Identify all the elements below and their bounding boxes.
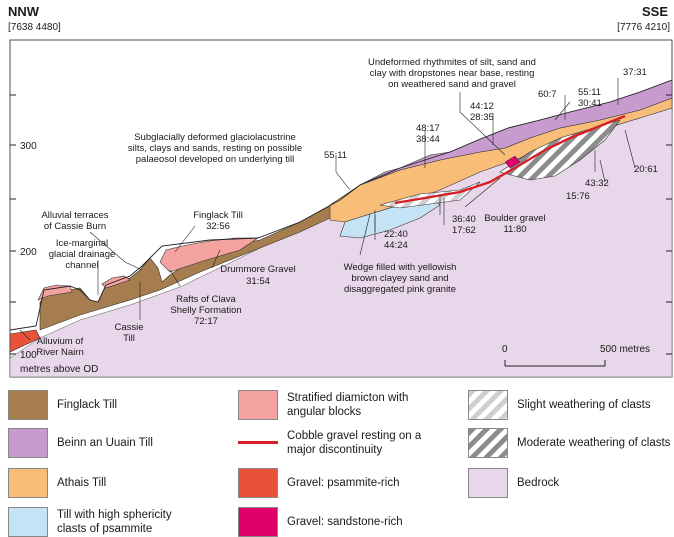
legend-label: Moderate weathering of clasts (517, 437, 671, 449)
legend-label: Stratified diamicton with angular blocks (287, 392, 409, 418)
label-wedge-1: Wedge filled with yellowish (344, 262, 457, 273)
axis-unit-label: metres above OD (20, 364, 98, 375)
label-rafts-1: Rafts of Clava (176, 294, 236, 305)
legend-swatch (468, 468, 508, 498)
label-boulder-ratio: 11:80 (503, 224, 526, 235)
ratio-17-62: 17:62 (452, 225, 476, 236)
legend-label: Bedrock (517, 477, 560, 489)
label-undeformed-2: clay with dropstones near base, resting (370, 68, 535, 79)
legend-label: Cobble gravel resting on a major discont… (287, 430, 422, 456)
y-tick-label-200: 200 (20, 247, 37, 258)
legend-item-finglack-till: Finglack Till (8, 390, 117, 420)
grid-ref-right: [7776 4210] (617, 22, 670, 33)
label-ice-marginal-1: Ice-marginal (56, 238, 108, 249)
label-finglack-till: Finglack Till (193, 210, 243, 221)
legend-item-slight-weathering: Slight weathering of clasts (468, 390, 651, 420)
leader-lines (19, 78, 636, 341)
legend-swatch (8, 390, 48, 420)
label-ice-marginal-2: glacial drainage (49, 249, 116, 260)
legend-swatch (8, 468, 48, 498)
alluvium-gravel (9, 329, 41, 353)
legend-item-moderate-weathering: Moderate weathering of clasts (468, 428, 670, 458)
label-cassie-till-1: Cassie (114, 322, 143, 333)
label-wedge-2: brown clayey sand and (351, 273, 448, 284)
ratio-60-7: 60:7 (538, 89, 557, 100)
legend-item-cobble-gravel: Cobble gravel resting on a major discont… (238, 428, 421, 458)
ratio-55-11-right: 55:11 (578, 87, 601, 98)
legend-item-gravel-psammite: Gravel: psammite-rich (238, 468, 399, 498)
label-subglacial-3: palaeosol developed on underlying till (136, 154, 294, 165)
label-alluvium-2: River Nairn (36, 347, 84, 358)
label-finglack-ratio: 32:56 (206, 221, 230, 232)
label-ice-marginal-3: channel (65, 260, 98, 271)
y-tick-label-300: 300 (20, 141, 37, 152)
legend-swatch (468, 428, 508, 458)
legend-swatch (238, 428, 278, 458)
legend-item-athais-till: Athais Till (8, 468, 106, 498)
label-undeformed-1: Undeformed rhythmites of silt, sand and (368, 57, 536, 68)
legend-swatch (8, 428, 48, 458)
label-drummore-ratio: 31:54 (246, 276, 270, 287)
label-alluvium-1: Alluvium of (37, 336, 84, 347)
grid-ref-left: [7638 4480] (8, 22, 61, 33)
ratio-36-40: 36:40 (452, 214, 476, 225)
legend-swatch (8, 507, 48, 537)
legend-label: Athais Till (57, 477, 107, 489)
ground-surface-line (9, 79, 673, 331)
label-rafts-3: 72:17 (194, 316, 218, 327)
label-rafts-2: Shelly Formation (170, 305, 241, 316)
ratio-44-12: 44:12 (470, 101, 494, 112)
ratio-15-76: 15:76 (566, 191, 590, 202)
ratio-37-31: 37:31 (623, 67, 647, 78)
legend-item-beinn-an-uuain-till: Beinn an Uuain Till (8, 428, 153, 458)
moderate-weathering-zone (499, 119, 621, 181)
ratio-38-44: 38:44 (416, 134, 440, 145)
ratio-30-41: 30:41 (578, 98, 602, 109)
ratio-20-61: 20:61 (634, 164, 658, 175)
label-undeformed-3: on weathered sand and gravel (388, 79, 516, 90)
label-boulder-gravel: Boulder gravel (484, 213, 545, 224)
label-alluvial-terraces-1: Alluvial terraces (41, 210, 108, 221)
legend-swatch (238, 390, 278, 420)
legend-swatch (468, 390, 508, 420)
legend-item-gravel-sandstone: Gravel: sandstone-rich (238, 507, 403, 537)
cobble-gravel-line (394, 114, 626, 205)
scale-start: 0 (502, 344, 508, 355)
y-tick-label-100: 100 (20, 350, 37, 361)
legend-label: Slight weathering of clasts (517, 399, 651, 411)
label-subglacial-1: Subglacially deformed glaciolacustrine (134, 132, 296, 143)
label-cassie-till-2: Till (123, 333, 135, 344)
scale-end: 500 metres (600, 344, 650, 355)
ratio-22-40: 22:40 (384, 229, 408, 240)
legend-label: Beinn an Uuain Till (57, 437, 153, 449)
legend-swatch (238, 468, 278, 498)
legend-swatch (238, 507, 278, 537)
label-alluvial-terraces-2: of Cassie Burn (44, 221, 106, 232)
ratio-48-17: 48:17 (416, 123, 440, 134)
ratio-55-11-left: 55:11 (324, 150, 347, 161)
ratio-44-24: 44:24 (384, 240, 408, 251)
direction-nnw: NNW (8, 4, 40, 19)
sandstone-gravel (504, 155, 521, 169)
legend-item-stratified-diamicton: Stratified diamicton with angular blocks (238, 390, 408, 420)
legend-label: Till with high sphericity clasts of psam… (57, 509, 172, 535)
direction-sse: SSE (641, 4, 668, 19)
legend-item-high-sphericity-till: Till with high sphericity clasts of psam… (8, 507, 172, 537)
label-wedge-3: disaggregated pink granite (344, 284, 456, 295)
ratio-43-32: 43:32 (585, 178, 609, 189)
legend-label: Gravel: psammite-rich (287, 477, 400, 489)
legend-item-bedrock: Bedrock (468, 468, 559, 498)
label-subglacial-2: silts, clays and sands, resting on possi… (128, 143, 302, 154)
label-drummore-gravel: Drummore Gravel (220, 264, 296, 275)
legend-label: Finglack Till (57, 399, 118, 411)
legend-label: Gravel: sandstone-rich (287, 516, 403, 528)
ratio-28-35: 28:35 (470, 112, 494, 123)
